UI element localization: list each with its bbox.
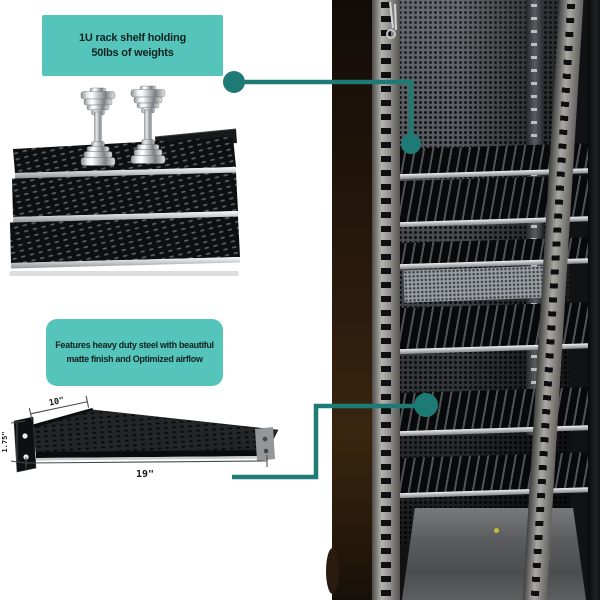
callout-capacity-line2: 50lbs of weights [91, 46, 174, 59]
callout-capacity-line1: 1U rack shelf holding [78, 31, 187, 44]
width-dimension-label: 19" [136, 469, 154, 480]
shelf-stack [9, 128, 240, 276]
cabinet-floor-pan [402, 508, 586, 600]
dumbbell-left [80, 87, 116, 166]
side-panel [332, 0, 372, 600]
rack-cabinet-photo [326, 0, 600, 600]
dimension-line-depth: 10" [28, 396, 90, 420]
side-panel-handle [326, 548, 339, 594]
keys-icon [386, 1, 397, 39]
dumbbell-right [130, 85, 166, 164]
depth-dimension-label: 10" [48, 396, 65, 409]
weights-on-shelf-photo [9, 85, 240, 276]
floor-speck [494, 528, 499, 533]
callout-features-line1: Features heavy duty steel with beautiful [55, 340, 214, 350]
installed-shelf [395, 301, 600, 355]
height-dimension-label: 1.75" [1, 431, 9, 452]
callout-features-line2: matte finish and Optimized airflow [66, 353, 203, 364]
callout-capacity: 1U rack shelf holding 50lbs of weights [42, 15, 223, 76]
door-frame [588, 0, 600, 600]
installed-shelf [395, 386, 600, 437]
dimension-drawing: 10" 1.75" 19" [1, 396, 279, 480]
light-vented-shelf [403, 265, 555, 303]
installed-shelf [395, 451, 600, 499]
dimension-line-height: 1.75" [1, 420, 26, 464]
callout-features: Features heavy duty steel with beautiful… [46, 319, 223, 386]
left-mounting-rail [372, 0, 400, 600]
